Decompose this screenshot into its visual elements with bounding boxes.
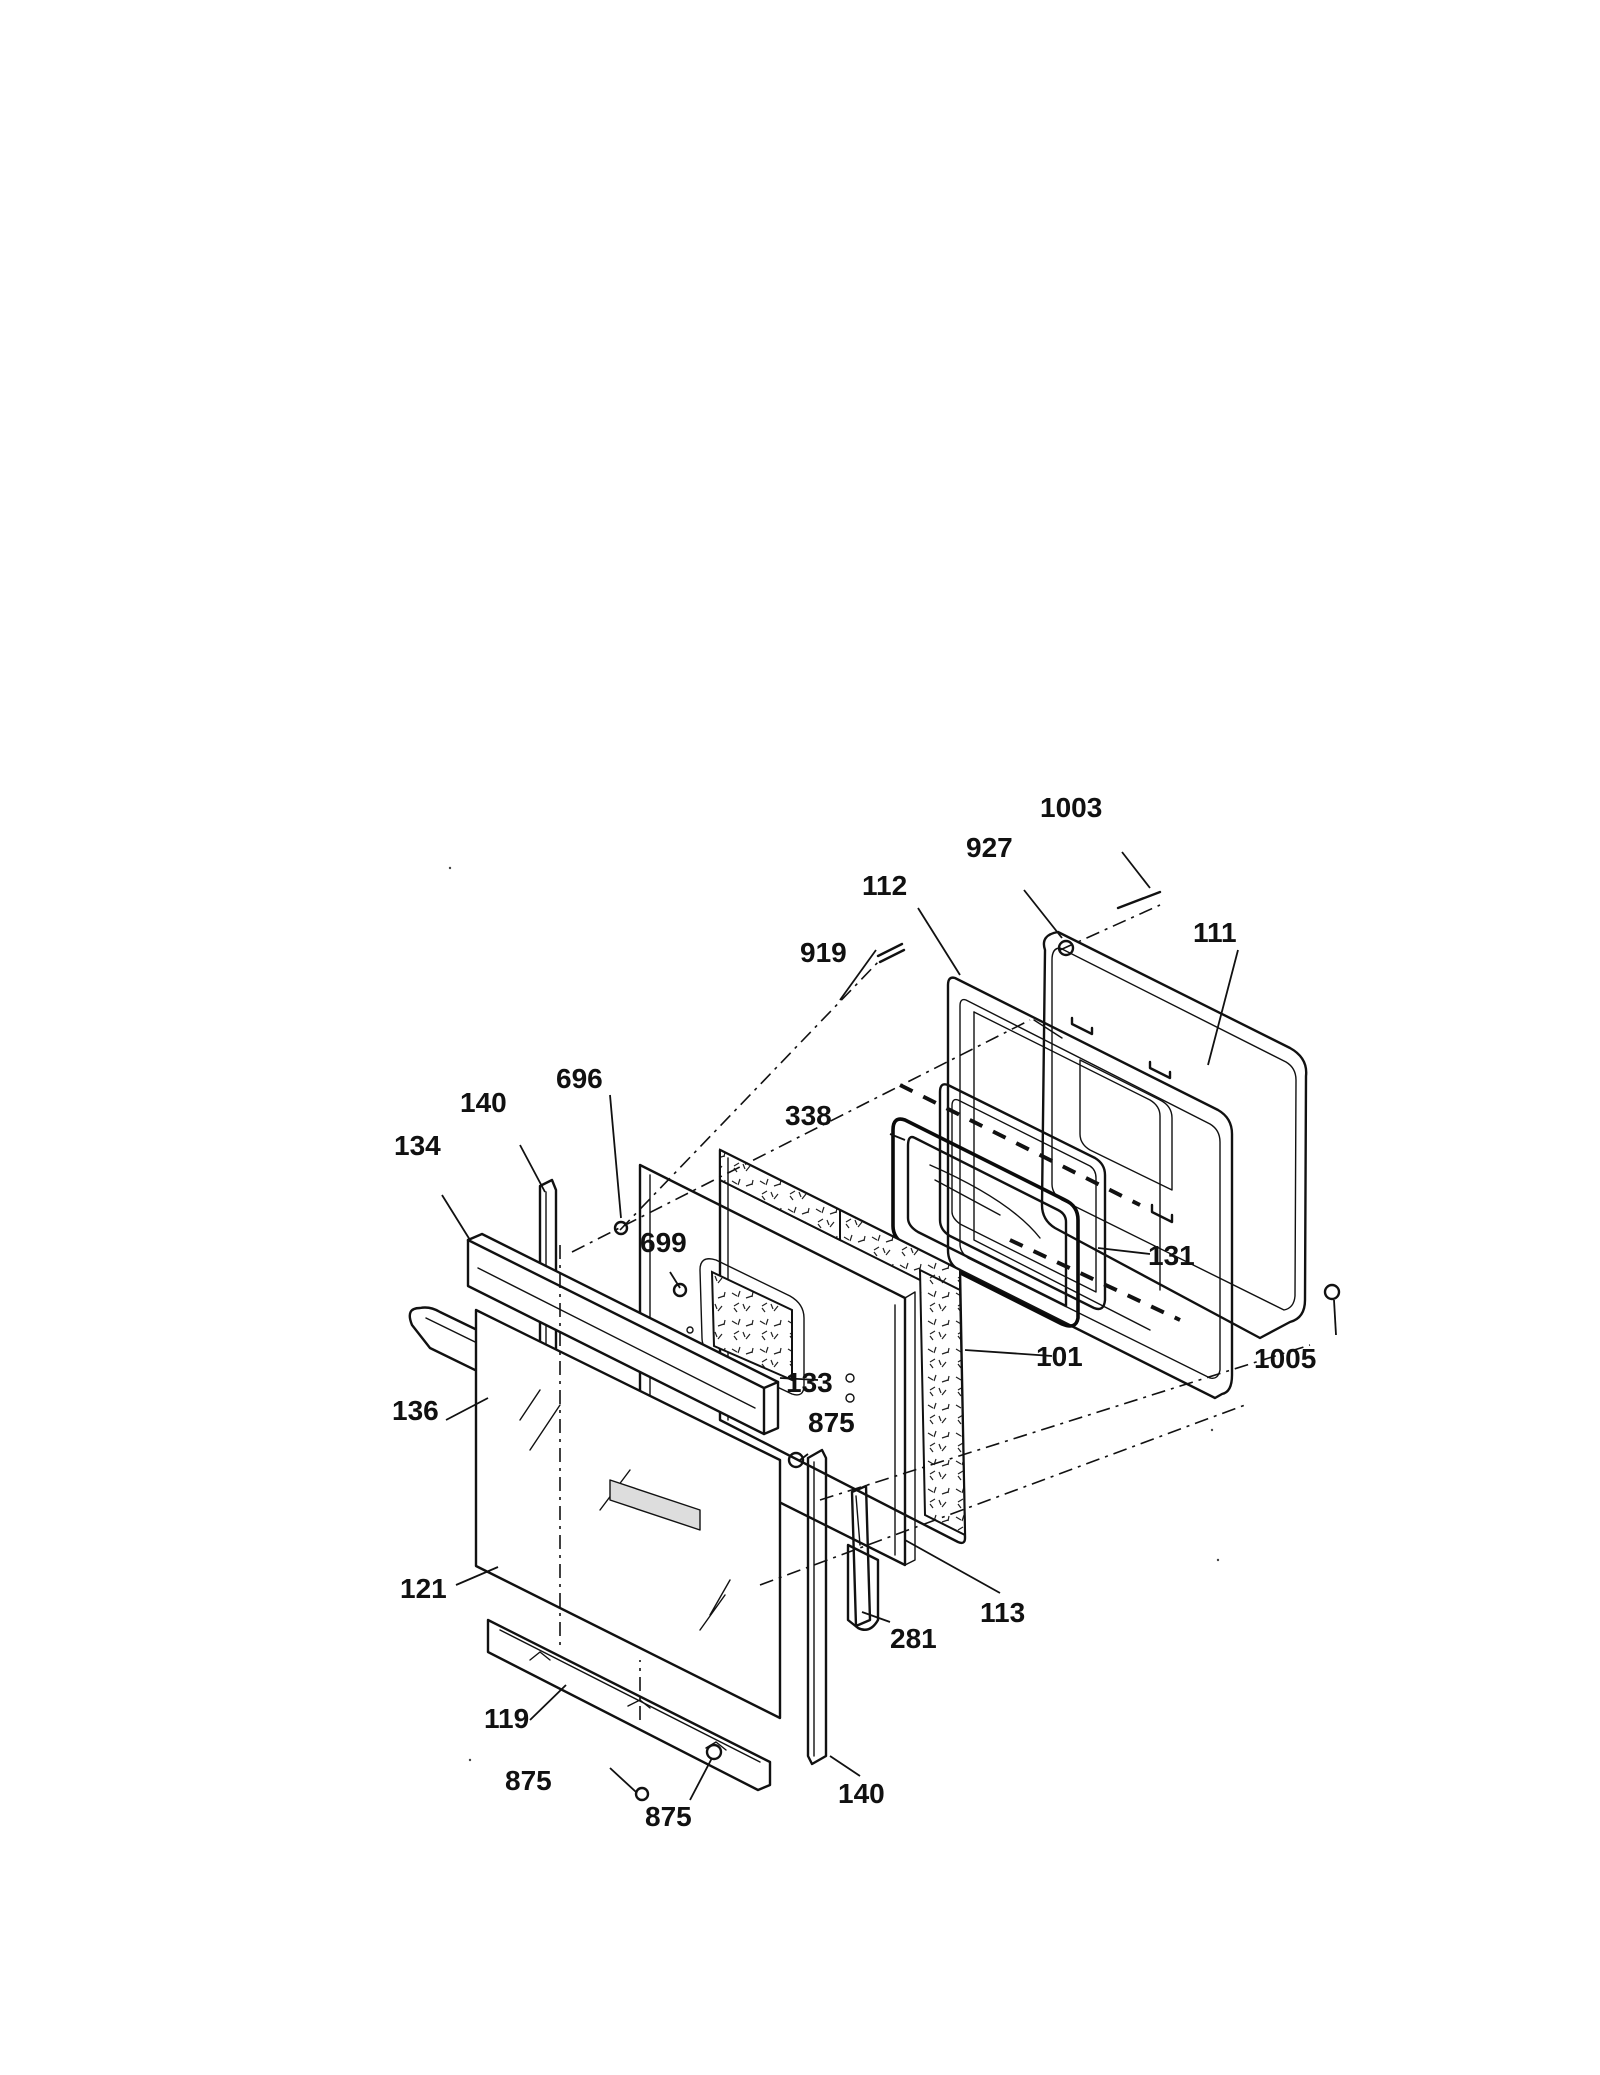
- screw-696: [613, 1220, 629, 1236]
- door-insulation: [718, 1148, 967, 1545]
- callout-1003: 1003: [1040, 792, 1102, 823]
- callout-1005: 1005: [1254, 1343, 1316, 1374]
- spring-919: [876, 942, 906, 964]
- door-bottom-trim: [486, 1618, 772, 1792]
- screw-875-bottom: [634, 1786, 650, 1802]
- callout-338: 338: [785, 1100, 832, 1131]
- fasteners: [613, 890, 1341, 1802]
- door-inner-panel: [638, 1163, 916, 1567]
- callout-119: 119: [484, 1703, 529, 1734]
- callout-699: 699: [640, 1227, 687, 1258]
- door-side-rail-right: [806, 1448, 828, 1766]
- callout-labels: 1003 927 112 111 919 696 140 338 134 699…: [392, 792, 1316, 1832]
- callout-875-left: 875: [505, 1765, 552, 1796]
- pin-1003: [1116, 890, 1162, 910]
- callout-112: 112: [862, 870, 907, 901]
- assembly-lines: [559, 904, 1311, 1720]
- screw-875-lower: [705, 1743, 723, 1761]
- callout-140-bottom: 140: [838, 1778, 885, 1809]
- callout-133: 133: [786, 1367, 833, 1398]
- leader-lines: [441, 851, 1337, 1801]
- inner-door-liner: [1033, 930, 1308, 1340]
- outer-door-glass: [474, 1308, 782, 1720]
- callout-121: 121: [400, 1573, 447, 1604]
- washer-927: [1057, 939, 1075, 957]
- callout-101: 101: [1036, 1341, 1083, 1372]
- callout-875-upper: 875: [808, 1407, 855, 1438]
- callout-875-bottom: 875: [645, 1801, 692, 1832]
- callout-927: 927: [966, 832, 1013, 863]
- callout-136: 136: [392, 1395, 439, 1426]
- callout-111: 111: [1193, 917, 1237, 948]
- callout-134: 134: [394, 1130, 441, 1161]
- door-frame-panel: [946, 976, 1234, 1400]
- callout-131: 131: [1148, 1240, 1195, 1271]
- scan-specks: [448, 866, 1220, 1762]
- clip-1005: [1323, 1283, 1341, 1301]
- screw-875-upper: [787, 1451, 805, 1469]
- window-gasket: [891, 1117, 1080, 1328]
- door-top-vent-trim: [466, 1232, 780, 1436]
- callout-919: 919: [800, 937, 847, 968]
- callout-281: 281: [890, 1623, 937, 1654]
- oven-window-glass-pack: [938, 1083, 1107, 1311]
- callout-140-top: 140: [460, 1087, 507, 1118]
- screw-699: [672, 1282, 688, 1298]
- callout-113: 113: [980, 1597, 1025, 1628]
- door-hinge: [846, 1484, 880, 1631]
- callout-696: 696: [556, 1063, 603, 1094]
